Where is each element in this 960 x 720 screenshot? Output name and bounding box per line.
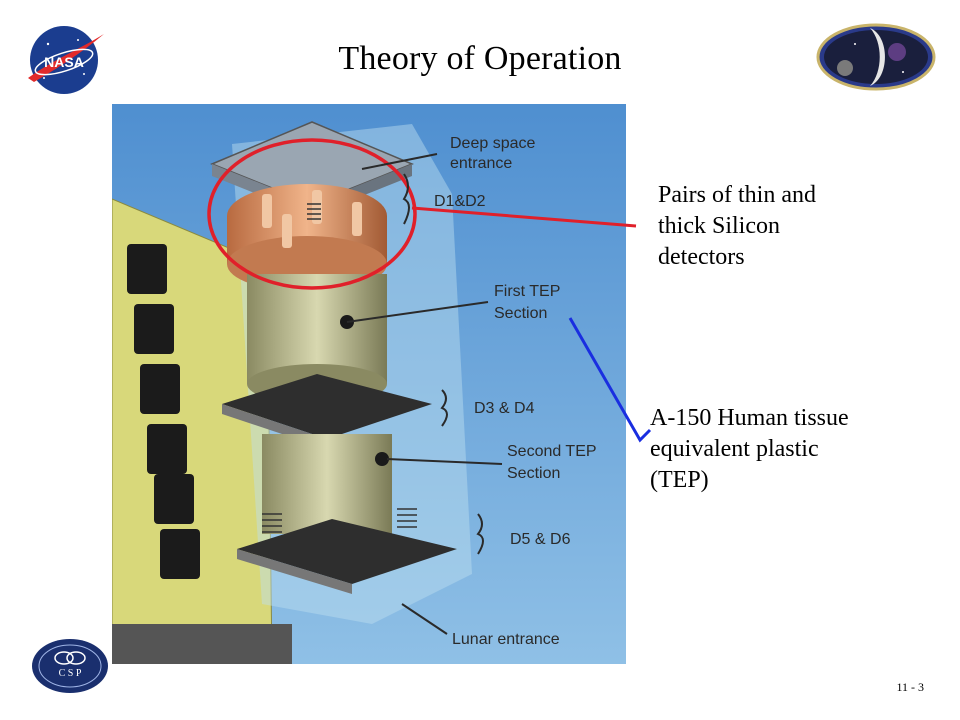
- csp-logo-text: C S P: [59, 668, 82, 679]
- label-d3d4: D3 & D4: [474, 400, 535, 417]
- label-first-tep-1: First TEP: [494, 283, 560, 300]
- callout-silicon-line-1: Pairs of thin and: [658, 182, 816, 208]
- instrument-diagram: Deep space entrance D1&D2 First TEP Sect…: [112, 104, 626, 664]
- callout-silicon-line-3: detectors: [658, 244, 745, 271]
- callout-tep-line-3: (TEP): [650, 467, 709, 494]
- csp-logo: C S P: [32, 639, 108, 693]
- label-second-tep-2: Section: [507, 465, 560, 482]
- callout-silicon-line-2: thick Silicon: [658, 213, 780, 240]
- label-deep-space-1: Deep space: [450, 135, 535, 152]
- callout-tep-line-1: A-150 Human tissue: [650, 405, 849, 431]
- nasa-logo: NASA: [28, 26, 104, 94]
- label-d5d6: D5 & D6: [510, 531, 571, 548]
- page-number: 11 - 3: [896, 680, 924, 694]
- label-d1d2: D1&D2: [434, 193, 486, 210]
- callout-tep-line-2: equivalent plastic: [650, 436, 819, 463]
- callout-silicon-detectors: Pairs of thin and thick Silicon detector…: [658, 180, 938, 274]
- moon-logo: [816, 23, 936, 91]
- label-deep-space-2: entrance: [450, 155, 512, 172]
- label-first-tep-2: Section: [494, 305, 547, 322]
- slide-title: Theory of Operation: [338, 40, 622, 77]
- label-second-tep-1: Second TEP: [507, 443, 597, 460]
- label-lunar-entrance: Lunar entrance: [452, 631, 560, 648]
- callout-tep: A-150 Human tissue equivalent plastic (T…: [650, 403, 950, 497]
- nasa-logo-text: NASA: [44, 54, 84, 70]
